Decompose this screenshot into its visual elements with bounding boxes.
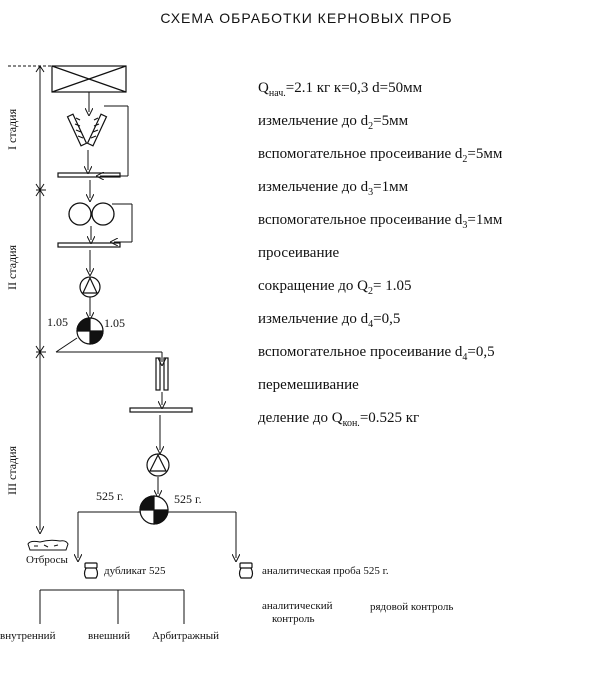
step-subscript: 4 bbox=[368, 319, 374, 330]
step-item: перемешивание bbox=[258, 375, 603, 408]
step-value: =5мм bbox=[373, 113, 409, 129]
step-subscript: 2 bbox=[368, 121, 374, 132]
waste-label: Отбросы bbox=[26, 554, 69, 566]
hopper-box bbox=[51, 65, 127, 93]
step-item: измельчение до d3=1мм bbox=[258, 177, 603, 210]
duplicate-jar-icon bbox=[83, 562, 99, 579]
routine-control-label: рядовой контроль bbox=[370, 601, 453, 613]
step-text: измельчение до d bbox=[258, 179, 369, 195]
waste-pile-icon bbox=[27, 539, 69, 551]
step-text: Q bbox=[258, 80, 269, 96]
step-value: =1мм bbox=[467, 212, 503, 228]
cone-divider-icon bbox=[79, 276, 101, 298]
split1-left-mass: 1.05 bbox=[47, 315, 68, 329]
step-subscript: 4 bbox=[462, 352, 468, 363]
split2-left-mass: 525 г. bbox=[96, 489, 124, 503]
fine-crusher-icon bbox=[155, 357, 169, 391]
stage-2-label: II стадия bbox=[5, 244, 19, 290]
step-value: =0.525 кг bbox=[359, 410, 420, 426]
external-control-label: внешний bbox=[88, 630, 130, 642]
step-text: деление до Q bbox=[258, 410, 343, 426]
quartering-circle-1 bbox=[76, 317, 104, 345]
step-subscript: 2 bbox=[462, 154, 468, 165]
step-text: измельчение до d bbox=[258, 113, 369, 129]
stage-1-label: I стадия bbox=[5, 108, 19, 150]
screen-2 bbox=[57, 242, 121, 248]
step-subscript: нач. bbox=[268, 88, 286, 99]
step-item: просеивание bbox=[258, 243, 603, 276]
step-subscript: 2 bbox=[368, 286, 373, 297]
quartering-circle-2 bbox=[139, 495, 169, 525]
screen-1 bbox=[57, 172, 121, 178]
arbitration-control-label: Арбитражный bbox=[152, 630, 219, 642]
stage-axis bbox=[8, 65, 52, 530]
step-value: =0,5 bbox=[467, 344, 495, 360]
step-value: =0,5 bbox=[373, 311, 401, 327]
duplicate-label: дубликат 525 bbox=[104, 565, 166, 577]
diagram-title: СХЕМА ОБРАБОТКИ КЕРНОВЫХ ПРОБ bbox=[160, 10, 453, 26]
step-text: вспомогательное просеивание d bbox=[258, 344, 463, 360]
screen-3 bbox=[129, 407, 193, 413]
internal-control-label: внутренний bbox=[0, 630, 56, 642]
stage-3-label: III стадия bbox=[5, 445, 19, 495]
step-item: вспомогательное просеивание d4=0,5 bbox=[258, 342, 603, 375]
jaw-crusher-icon bbox=[66, 113, 108, 147]
step-text: вспомогательное просеивание d bbox=[258, 212, 463, 228]
mixer-cone-icon bbox=[146, 453, 170, 477]
step-value: =1мм bbox=[373, 179, 409, 195]
step-text: измельчение до d bbox=[258, 311, 369, 327]
analytical-control-label-1: аналитический bbox=[262, 600, 333, 612]
step-item: сокращение до Q2= 1.05 bbox=[258, 276, 603, 309]
step-item: вспомогательное просеивание d3=1мм bbox=[258, 210, 603, 243]
step-item: деление до Qкон.=0.525 кг bbox=[258, 408, 603, 441]
step-value: =2.1 кг к=0,3 d=50мм bbox=[285, 80, 423, 96]
analytical-control-label-2: контроль bbox=[272, 613, 314, 625]
step-subscript: 3 bbox=[368, 187, 374, 198]
step-text: вспомогательное просеивание d bbox=[258, 146, 463, 162]
step-value: = 1.05 bbox=[373, 278, 412, 294]
step-subscript: кон. bbox=[342, 418, 360, 429]
step-value: =5мм bbox=[467, 146, 503, 162]
step-item: Qнач.=2.1 кг к=0,3 d=50мм bbox=[258, 78, 603, 111]
step-item: вспомогательное просеивание d2=5мм bbox=[258, 144, 603, 177]
step-item: измельчение до d2=5мм bbox=[258, 111, 603, 144]
step-subscript: 3 bbox=[462, 220, 468, 231]
step-text: перемешивание bbox=[258, 377, 359, 393]
split2-right-mass: 525 г. bbox=[174, 492, 202, 506]
split1-right-mass: 1.05 bbox=[104, 316, 125, 330]
roll-crusher-icon bbox=[68, 202, 115, 226]
analytical-sample-label: аналитическая проба 525 г. bbox=[262, 565, 389, 577]
step-text: сокращение до Q bbox=[258, 278, 368, 294]
analytical-jar-icon bbox=[238, 562, 254, 579]
step-item: измельчение до d4=0,5 bbox=[258, 309, 603, 342]
step-text: просеивание bbox=[258, 245, 340, 261]
